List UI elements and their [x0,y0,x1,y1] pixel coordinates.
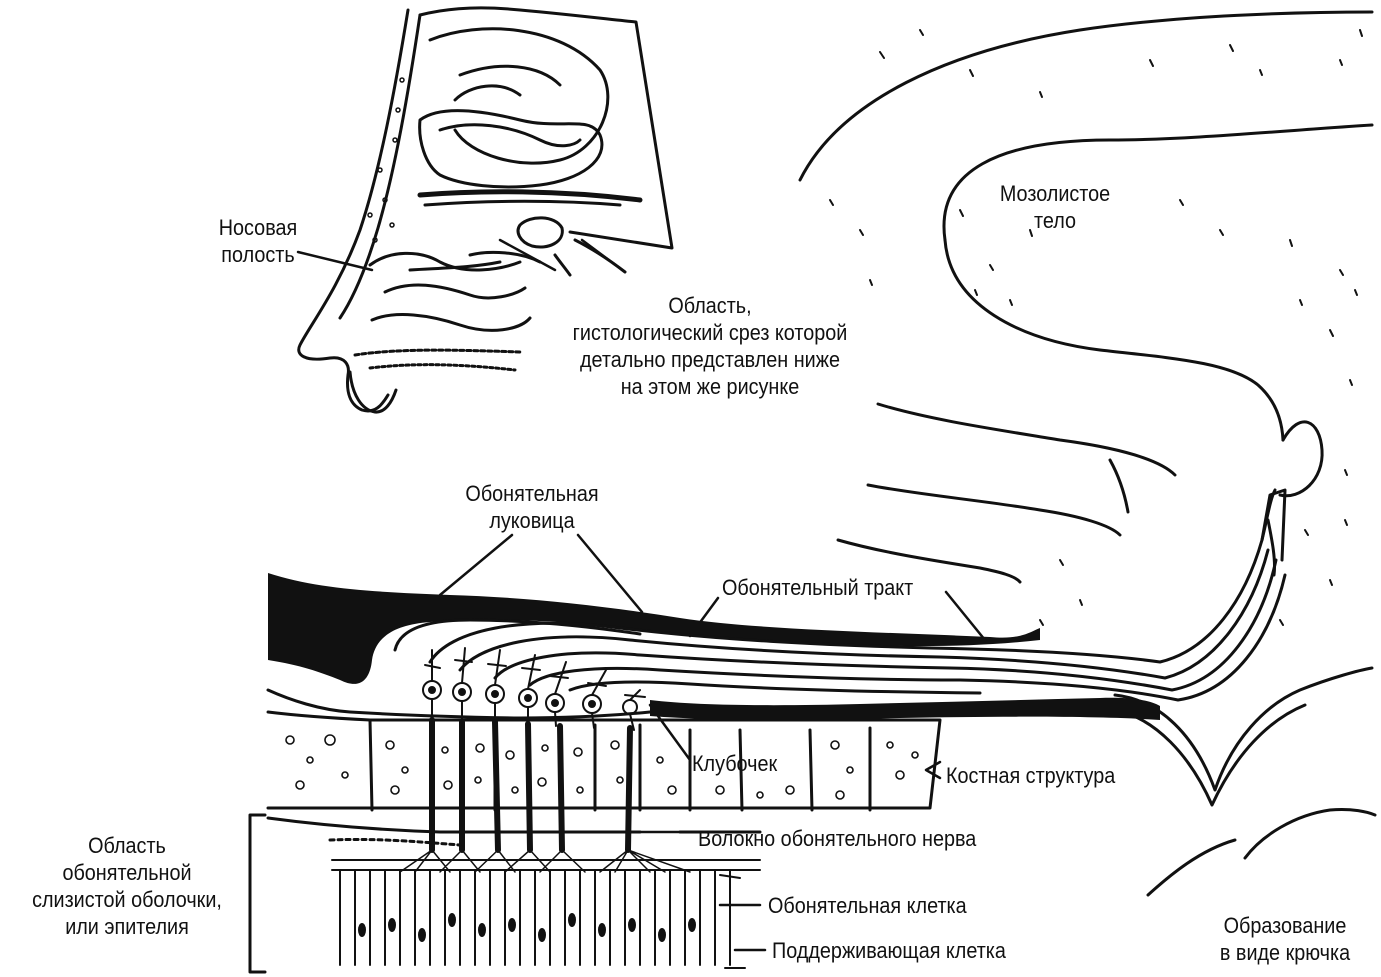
label-glomerulus: Клубочек [692,750,777,777]
turbinate-3 [372,315,530,331]
brain-outer-contour [800,12,1372,180]
label-hook-formation: Образование в виде крючка [1204,912,1366,966]
label-section-region: Область, гистологический срез которой де… [539,292,881,400]
label-corpus-callosum: Мозолистое тело [979,180,1132,234]
leader-region-2 [582,240,625,272]
brain-fold-3 [420,111,602,187]
glomerulus [423,650,441,720]
hippocampal-bulge [1280,422,1322,496]
mucosa-bracket [250,815,265,972]
label-bone-structure: Костная структура [946,762,1115,789]
epithelial-cells [340,870,730,965]
brain-fold-2 [455,66,560,100]
palate [355,350,520,355]
cell-nuclei [358,913,696,942]
bone-stipple [286,735,918,799]
label-supporting-cell: Поддерживающая клетка [772,937,1006,964]
label-nerve-fiber: Волокно обонятельного нерва [698,825,976,852]
leader-bulb-2 [578,535,642,612]
glomerulus [623,690,645,730]
skull-outline [420,8,672,248]
label-nasal-cavity: Носовая полость [195,214,321,268]
label-olfactory-cell: Обонятельная клетка [768,892,967,919]
glomerulus [519,655,540,724]
label-mucosa-region: Область обонятельной слизистой оболочки,… [20,832,234,940]
glomerulus [486,650,506,722]
bone-stipple-inset [368,78,404,242]
bulb-lower [650,698,1160,720]
label-olfactory-bulb: Обонятельная луковица [442,480,622,534]
sulcus-2 [868,485,1120,535]
temporal-lobe-1 [1148,840,1235,895]
tract-fiber-5 [570,682,980,693]
glomerulus [453,648,472,722]
sinus-floor [420,192,640,200]
leader-tract-2 [946,592,985,640]
sinus-shape [518,218,562,247]
olfactory-bulb-tract [268,490,1285,720]
sulcus-1 [878,404,1175,475]
bone-structure [268,712,940,810]
leader-bulb-1 [440,535,512,595]
mucosa [250,815,760,972]
label-olfactory-tract: Обонятельный тракт [722,574,913,601]
turbinate-2 [385,285,525,298]
temporal-lobe-2 [1245,809,1375,858]
